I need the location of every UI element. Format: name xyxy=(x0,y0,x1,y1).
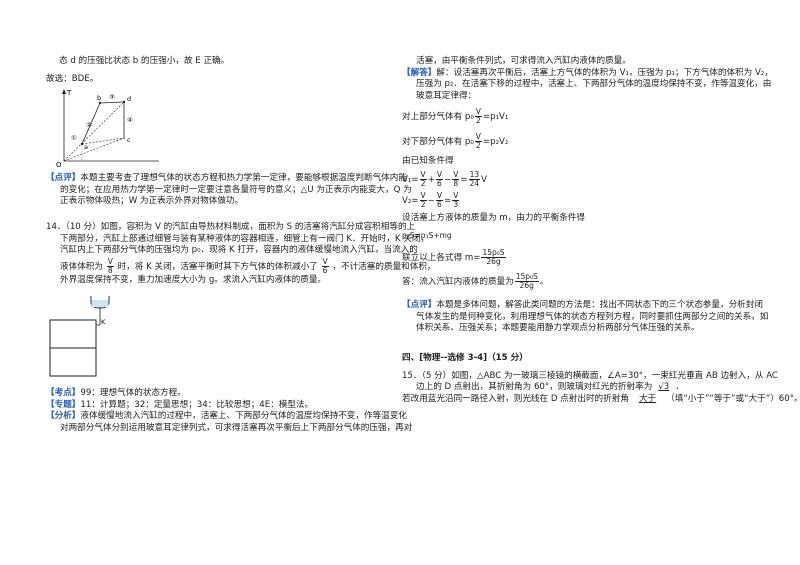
answer-text: 答：流入汽缸内液体的质量为 xyxy=(402,277,514,288)
equation-1: 对上部分气体有 p₀ xyxy=(402,112,474,123)
origin-label: O xyxy=(56,161,62,167)
text-line: 设活塞上方液体的质量为 m，由力的平衡条件得 xyxy=(402,212,585,223)
topic-tag: 【考点】 xyxy=(46,388,81,399)
comment-text: 本题是多体问题，解答此类问题的方法是：找出不同状态下的三个状态参量，分析封闭 xyxy=(436,300,763,311)
solution-tag: 【解答】 xyxy=(402,67,437,78)
question-14: 14．（10 分）如图，容积为 V 的汽缸由导热材料制成，面积为 S 的活塞将汽… xyxy=(46,221,416,232)
equation-balance: p₂S=p₁S+mg xyxy=(402,230,452,240)
analysis-tag: 【分析】 xyxy=(46,411,81,422)
solution-text: 压强为 p₂．在活塞下移的过程中，活塞上、下两部分气体的温度均保持不变，作等温变… xyxy=(416,79,772,90)
point-d: d xyxy=(127,95,131,103)
solution-text: 玻意耳定律得： xyxy=(416,90,477,101)
question-text: 下两部分，汽缸上部通过细管与装有某种液体的容器相连，细管上有一阀门 K．开始时，… xyxy=(60,233,430,244)
label-2: ② xyxy=(86,121,92,129)
equation-v1: V₁= xyxy=(402,175,419,186)
analysis-text: 对两部分气体分别运用玻意耳定律列式，可求得活塞再次平衡后上下两部分气体的压强，再… xyxy=(60,422,413,433)
label-3: ③ xyxy=(109,93,115,101)
label-1: ① xyxy=(71,134,77,142)
text-line: 态 d 的压强比状态 b 的压强小，故 E 正确。 xyxy=(59,56,230,66)
point-c: c xyxy=(127,136,131,144)
question-text: 若改用蓝光沿同一路径入射，则光线在 D 点射出时的折射角 xyxy=(402,393,629,404)
text-line: 由已知条件得 xyxy=(402,155,454,166)
comment-tag: 【点评】 xyxy=(46,173,81,184)
question-text: 外界温度保持不变，重力加速度大小为 g。求流入汽缸内液体的质量。 xyxy=(60,274,327,285)
text-line: 活塞，由平衡条件列式，可求得流入汽缸内液体的质量。 xyxy=(416,56,631,66)
question-15: 15．（5 分）如图，△ABC 为一玻璃三棱镜的横截面，∠A=30°，一束红光垂… xyxy=(402,370,778,381)
subject-text: 11：计算题；32：定量思想；34：比较思想；4E：模型法。 xyxy=(80,399,314,410)
right-column: 活塞，由平衡条件列式，可求得流入汽缸内液体的质量。 【解答】解：设活塞再次平衡后… xyxy=(402,56,800,404)
section-heading: 四、[物理--选修 3-4]（15 分） xyxy=(402,352,528,363)
axis-t-label: T xyxy=(66,89,72,97)
subject-tag: 【专题】 xyxy=(46,399,81,410)
question-text: ，不计活塞的质量和体积， xyxy=(332,261,436,272)
answer-blank: 大于 xyxy=(638,393,657,404)
analysis-text: 液体缓慢地流入汽缸的过程中，活塞上、下两部分气体的温度均保持不变，作等温变化 xyxy=(80,411,407,422)
equation-result: 联立以上各式得 m= xyxy=(402,252,481,263)
text-line: 故选：BDE。 xyxy=(46,73,99,84)
comment-tag: 【点评】 xyxy=(402,300,437,311)
comment-text: 气体发生的是何种变化，利用理想气体的状态方程列方程，同时要抓住两部分之间的关系，… xyxy=(416,311,769,322)
comment-text: 本题主要考查了理想气体的状态方程和热力学第一定律，要能够根据温度判断气体内能 xyxy=(80,173,407,184)
question-text: 汽缸内上下两部分气体的压强均为 p₀．现将 K 打开，容器内的液体缓慢地流入汽缸… xyxy=(60,245,418,256)
point-b: b xyxy=(97,94,101,102)
point-a: a xyxy=(84,143,88,151)
question-text: 时，将 K 关闭，活塞平衡时其下方气体的体积减小了 xyxy=(117,261,318,272)
comment-text: 正表示物体吸热；W 为正表示外界对物体做功。 xyxy=(60,196,244,207)
label-4: ④ xyxy=(127,116,133,124)
topic-text: 99：理想气体的状态方程。 xyxy=(80,388,186,399)
comment-text: 体积关系、压强关系；本题要能用静力学观点分析两部分气体压强的关系。 xyxy=(416,323,700,334)
equation-2: 对下部分气体有 p₀ xyxy=(402,137,474,147)
left-column: 态 d 的压强比状态 b 的压强小，故 E 正确。 故选：BDE。 T O a … xyxy=(46,56,436,434)
vt-graph: T O a b d c ① ② ③ ④ xyxy=(56,89,159,167)
comment-text: 的变化；在应用热力学第一定律时一定要注意各量符号的意义；△U 为正表示内能变大，… xyxy=(60,184,412,195)
equation-v2: V₂= xyxy=(402,196,419,207)
question-text: 液体体积为 xyxy=(60,261,103,272)
answer-blank: √3 xyxy=(658,382,670,393)
solution-text: 解：设活塞再次平衡后，活塞上方气体的体积为 V₁，压强为 p₁；下方气体的体积为… xyxy=(436,67,773,78)
question-text: 边上的 D 点射出，其折射角为 60°，则玻璃对红光的折射率为 xyxy=(416,382,653,393)
cylinder-figure: K xyxy=(49,296,110,377)
valve-k-label: K xyxy=(101,318,106,326)
